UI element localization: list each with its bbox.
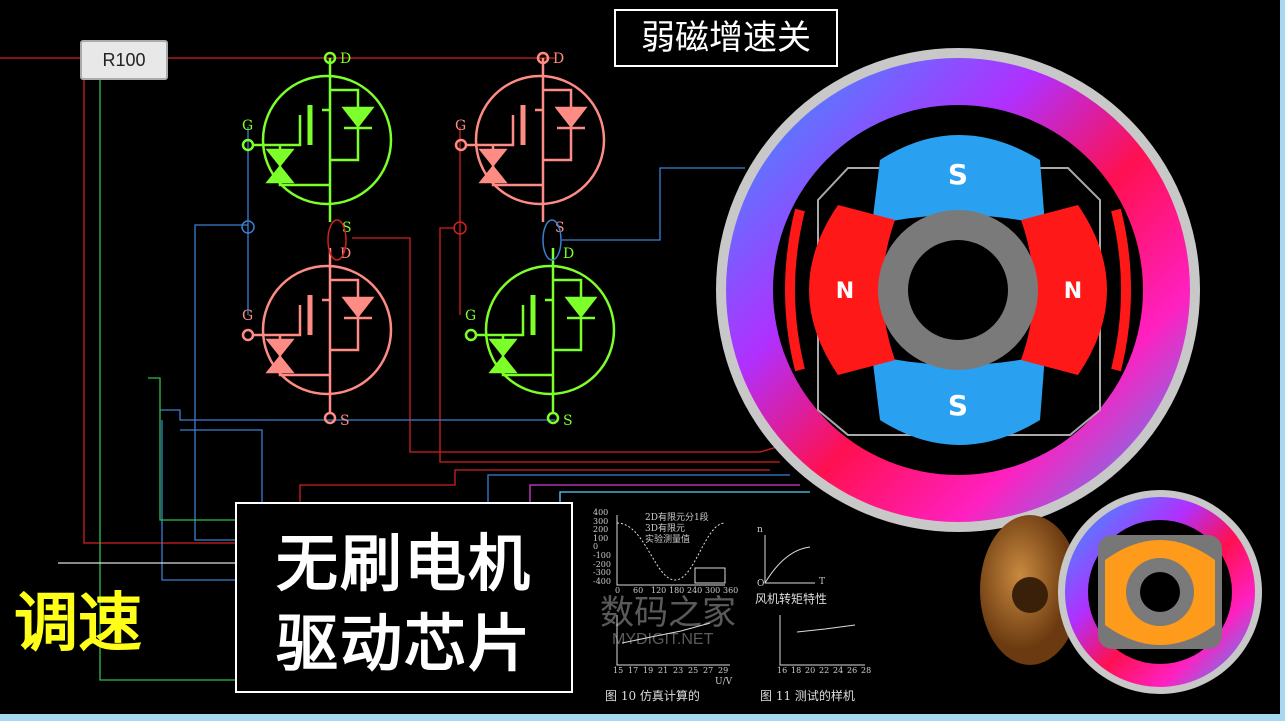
tick-label: 17	[628, 666, 639, 675]
mosfet-bottom-right: G S D	[464, 246, 616, 429]
motor-cross-section: S S N N	[716, 48, 1200, 532]
junction-ellipse	[327, 219, 347, 261]
pin-label-drain: D	[553, 51, 564, 67]
pole-n-left	[809, 205, 895, 375]
tick-label: 300	[705, 586, 721, 595]
tick-label: 25	[688, 666, 699, 675]
fig10-caption: 图 10 仿真计算的	[605, 689, 700, 703]
fig11-caption: 图 11 测试的样机	[760, 689, 855, 703]
tick-label: 18	[791, 666, 802, 675]
pin-label-drain: D	[340, 51, 351, 67]
pin-label-gate: G	[242, 118, 253, 134]
mosfet-top-left: G D S	[241, 51, 393, 236]
tick-label: 100	[593, 533, 609, 543]
pin-label-source: S	[340, 413, 350, 429]
tick-label: 27	[703, 666, 714, 675]
tick-label: 28	[861, 666, 872, 675]
tick-label: 300	[593, 516, 609, 526]
legend-item: 3D有限元	[645, 524, 685, 534]
tick-label: 20	[805, 666, 816, 675]
junction-node	[241, 220, 255, 234]
tick-label: 0	[593, 542, 599, 552]
pin-label-drain: D	[563, 246, 574, 262]
driver-chip-box: 无刷电机 驱动芯片	[235, 502, 573, 693]
junction-ellipse	[542, 219, 562, 261]
pole-label-s: S	[948, 158, 968, 191]
speed-control-label: 调速	[14, 587, 142, 661]
tick-label: 60	[633, 586, 644, 595]
field-weakening-label: 弱磁增速关	[614, 9, 838, 67]
tick-label: 23	[673, 666, 684, 675]
legend-item: 实验测量值	[645, 535, 691, 545]
pole-n-right	[1021, 205, 1107, 375]
small-motor	[1058, 490, 1262, 694]
tick-label: 0	[615, 586, 621, 595]
pole-label-n: N	[1064, 279, 1082, 304]
reference-charts: 2D有限元分1段 3D有限元 实验测量值 n T O 风机转矩特性 U/V 图 …	[585, 505, 875, 705]
tick-label: 21	[658, 666, 669, 675]
tick-label: 16	[777, 666, 788, 675]
tick-label: 24	[833, 666, 844, 675]
chip-label-line1: 无刷电机	[275, 527, 532, 600]
watermark-cn: 数码之家	[600, 593, 736, 633]
tick-label: 15	[613, 666, 624, 675]
tick-label: -400	[593, 576, 611, 586]
x-label: U/V	[715, 677, 733, 687]
wires	[0, 57, 810, 681]
tick-label: -200	[593, 559, 611, 569]
watermark-en: MYDIGIT.NET	[612, 631, 714, 648]
charts-graphic	[616, 515, 865, 666]
pin-label-drain: D	[340, 246, 351, 262]
tick-label: -100	[593, 551, 611, 560]
fan-y-axis: n	[757, 525, 763, 535]
tick-label: 120	[651, 586, 667, 595]
tick-label: 22	[819, 666, 830, 675]
pole-label-n: N	[836, 279, 854, 304]
tick-label: 400	[593, 508, 609, 517]
tick-label: 360	[723, 586, 739, 595]
fan-x-axis: T	[819, 577, 826, 587]
fan-origin: O	[757, 579, 765, 589]
tick-label: -300	[593, 568, 611, 578]
fan-caption: 风机转矩特性	[755, 592, 828, 606]
tick-label: 29	[718, 666, 729, 675]
mosfet-top-right: GDS	[454, 51, 606, 236]
pole-s-top	[872, 135, 1045, 225]
pole-label-s: S	[948, 389, 968, 422]
chip-label-line2: 驱动芯片	[275, 607, 532, 680]
pin-label-gate: G	[455, 118, 466, 134]
pin-label-source: S	[342, 220, 352, 236]
tick-label: 240	[687, 586, 703, 595]
tick-label: 26	[847, 666, 858, 675]
mosfet-bottom-left: G S D	[241, 246, 393, 429]
tick-label: 180	[669, 586, 685, 595]
resistor-r100: R100	[80, 40, 168, 80]
tick-label: 19	[643, 666, 654, 675]
pin-label-gate: G	[242, 308, 253, 324]
pole-s-bottom	[872, 355, 1045, 445]
pin-label-source: S	[563, 413, 573, 429]
pin-label-gate: G	[465, 308, 476, 324]
tick-label: 200	[593, 525, 609, 535]
junction-node	[453, 221, 467, 235]
legend-item: 2D有限元分1段	[645, 513, 709, 523]
